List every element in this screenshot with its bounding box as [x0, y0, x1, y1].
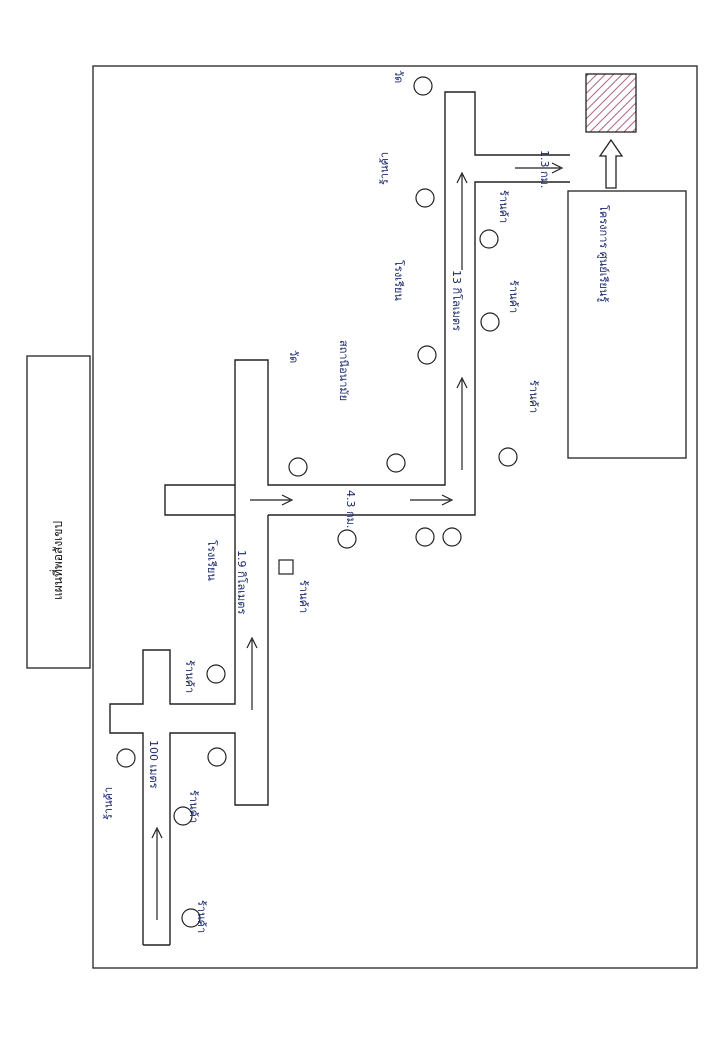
landmark-pin — [480, 312, 500, 332]
distance-label: 1.9 กิโลเมตร — [235, 550, 249, 614]
distance-labels: 100 เมตร 1.9 กิโลเมตร 4.3 กม. 13 กิโลเมต… — [147, 150, 551, 789]
landmark-pin — [413, 76, 433, 96]
landmark-label: ร้านค้า — [195, 900, 208, 933]
road-network — [109, 91, 570, 946]
destination-marker — [585, 73, 637, 133]
landmark-pin — [181, 908, 201, 928]
distance-label: 100 เมตร — [147, 740, 160, 789]
arrow-right-2 — [410, 494, 454, 506]
landmark-label: ร้านค้า — [507, 280, 520, 313]
landmark-pin — [206, 664, 226, 684]
arrow-right-1 — [250, 494, 294, 506]
map-title: แผนที่พอสังเขป — [49, 521, 65, 600]
landmark-label: สถานีอนามัย — [337, 340, 350, 401]
landmark-label: โรงเรียน — [205, 540, 219, 581]
route-arrows — [151, 162, 564, 920]
landmarks — [116, 76, 518, 928]
landmark-square — [278, 559, 294, 575]
distance-label: 13 กิโลเมตร — [450, 270, 464, 331]
landmark-pin — [498, 447, 518, 467]
landmark-pin — [415, 527, 435, 547]
landmark-pin — [442, 527, 462, 547]
arrow-up-2 — [246, 636, 258, 710]
destination-arrow — [598, 138, 624, 189]
landmark-label: วัด — [392, 70, 405, 83]
destination-note-box — [567, 190, 687, 459]
arrow-up-3 — [456, 376, 468, 470]
landmark-label: ร้านค้า — [497, 190, 510, 223]
landmark-label: วัด — [287, 350, 300, 363]
landmark-label: ร้านค้า — [378, 152, 391, 185]
landmark-labels: ร้านค้า ร้านค้า ร้านค้า ร้านค้า โรงเรียน… — [102, 70, 540, 933]
landmark-label: ร้านค้า — [297, 580, 310, 613]
landmark-label: ร้านค้า — [187, 790, 200, 823]
landmark-label: ร้านค้า — [183, 660, 196, 693]
landmark-pin — [173, 806, 193, 826]
map-frame — [92, 65, 698, 969]
destination-note: โครงการ ศูนย์เรียนรู้ — [597, 205, 611, 302]
distance-label: 1.3 กม. — [538, 150, 551, 188]
landmark-label: ร้านค้า — [527, 380, 540, 413]
landmark-pin — [337, 529, 357, 549]
title-box — [26, 355, 91, 669]
landmark-pin — [479, 229, 499, 249]
arrow-up-4 — [456, 171, 468, 270]
landmark-pin — [417, 345, 437, 365]
arrow-right-3 — [515, 162, 564, 174]
landmark-label: ร้านค้า — [102, 787, 115, 820]
landmark-pin — [207, 747, 227, 767]
arrow-up-1 — [151, 826, 163, 920]
landmark-pin — [386, 453, 406, 473]
landmark-pin — [116, 748, 136, 768]
landmark-label: โรงเรียน — [392, 260, 406, 301]
landmark-pin — [288, 457, 308, 477]
landmark-pin — [415, 188, 435, 208]
distance-label: 4.3 กม. — [344, 490, 357, 528]
